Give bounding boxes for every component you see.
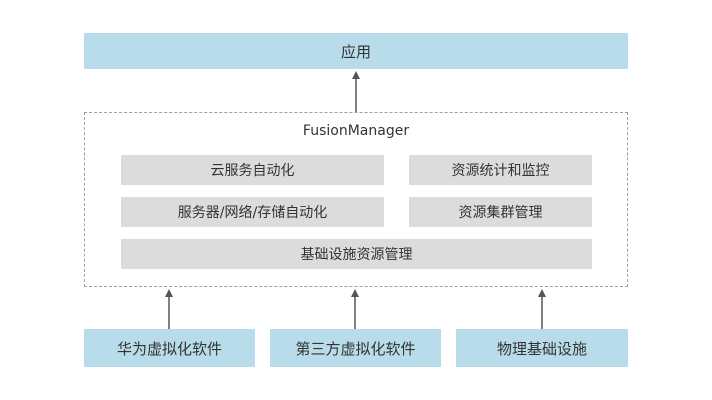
server-network-storage-automation-label: 服务器/网络/存储自动化 bbox=[177, 205, 328, 221]
third-party-virtualization-label: 第三方虚拟化软件 bbox=[295, 339, 416, 358]
application-label: 应用 bbox=[340, 42, 371, 61]
resource-cluster-management-label: 资源集群管理 bbox=[458, 205, 543, 221]
third-party-virtualization-box: 第三方虚拟化软件 bbox=[270, 329, 441, 367]
huawei-virtualization-label: 华为虚拟化软件 bbox=[116, 339, 222, 358]
fusionmanager-container: FusionManager bbox=[84, 112, 628, 287]
resource-stats-monitoring-module: 资源统计和监控 bbox=[409, 155, 592, 185]
physical-infrastructure-label: 物理基础设施 bbox=[496, 339, 587, 358]
cloud-service-automation-label: 云服务自动化 bbox=[210, 163, 295, 179]
fusionmanager-title: FusionManager bbox=[302, 123, 410, 139]
server-network-storage-automation-module: 服务器/网络/存储自动化 bbox=[121, 197, 384, 227]
resource-cluster-management-module: 资源集群管理 bbox=[409, 197, 592, 227]
infrastructure-resource-management-module: 基础设施资源管理 bbox=[121, 239, 592, 269]
huawei-virtualization-box: 华为虚拟化软件 bbox=[84, 329, 255, 367]
infrastructure-resource-management-label: 基础设施资源管理 bbox=[300, 247, 413, 263]
cloud-service-automation-module: 云服务自动化 bbox=[121, 155, 384, 185]
resource-stats-monitoring-label: 资源统计和监控 bbox=[451, 163, 550, 179]
physical-infrastructure-box: 物理基础设施 bbox=[456, 329, 628, 367]
application-box: 应用 bbox=[84, 33, 628, 69]
